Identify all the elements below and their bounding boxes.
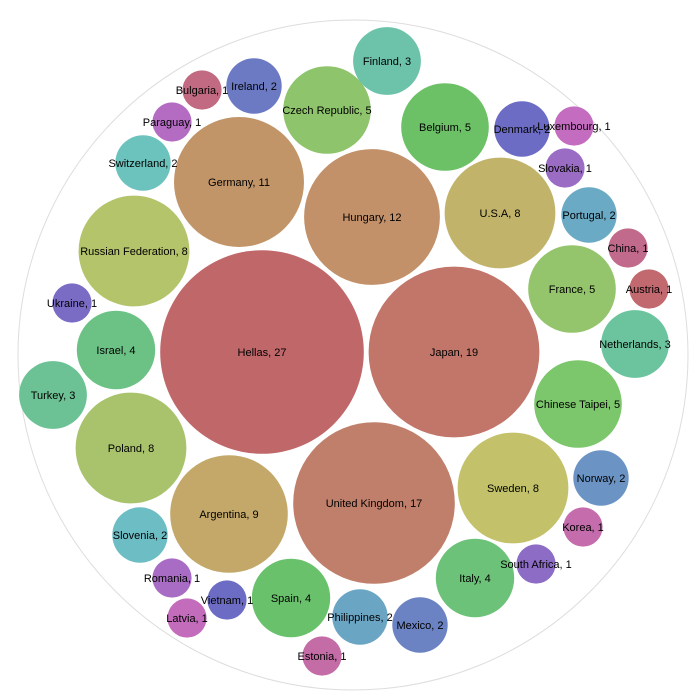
bubble-ireland[interactable] xyxy=(226,58,282,114)
bubble-label-argentina: Argentina, 9 xyxy=(199,509,258,521)
bubble-latvia[interactable] xyxy=(167,598,207,638)
bubble-label-hellas: Hellas, 27 xyxy=(238,347,287,359)
bubble-chinese-taipei[interactable] xyxy=(534,360,622,448)
bubble-paraguay[interactable] xyxy=(152,102,192,142)
bubble-label-denmark: Denmark, 2 xyxy=(494,124,551,136)
bubble-south-africa[interactable] xyxy=(516,544,556,584)
bubble-czech-republic[interactable] xyxy=(283,66,371,154)
bubble-u-s-a[interactable] xyxy=(444,157,556,269)
bubble-label-czech-republic: Czech Republic, 5 xyxy=(282,105,371,117)
bubble-label-hungary: Hungary, 12 xyxy=(342,212,401,224)
bubble-netherlands[interactable] xyxy=(601,310,669,378)
bubble-label-israel: Israel, 4 xyxy=(96,345,135,357)
bubble-slovenia[interactable] xyxy=(112,507,168,563)
bubble-slovakia[interactable] xyxy=(545,148,585,188)
bubble-label-paraguay: Paraguay, 1 xyxy=(143,117,202,129)
bubble-label-chinese-taipei: Chinese Taipei, 5 xyxy=(536,399,620,411)
bubble-label-japan: Japan, 19 xyxy=(430,347,478,359)
bubble-denmark[interactable] xyxy=(494,101,550,157)
bubble-label-ukraine: Ukraine, 1 xyxy=(47,298,97,310)
bubble-label-luxembourg: Luxembourg, 1 xyxy=(537,121,610,133)
bubble-turkey[interactable] xyxy=(19,361,87,429)
bubble-bulgaria[interactable] xyxy=(182,70,222,110)
bubbles-group: Hellas, 27 Japan, 19 United Kingdom, 17 Hun… xyxy=(19,27,672,676)
bubble-label-vietnam: Vietnam, 1 xyxy=(201,595,253,607)
bubble-finland[interactable] xyxy=(353,27,421,95)
bubble-label-sweden: Sweden, 8 xyxy=(487,483,539,495)
bubble-label-korea: Korea, 1 xyxy=(562,522,604,534)
bubble-mexico[interactable] xyxy=(392,597,448,653)
bubble-label-finland: Finland, 3 xyxy=(363,56,411,68)
bubble-estonia[interactable] xyxy=(302,636,342,676)
bubble-label-italy: Italy, 4 xyxy=(459,573,491,585)
bubble-label-poland: Poland, 8 xyxy=(108,443,154,455)
bubble-poland[interactable] xyxy=(75,392,187,504)
bubble-label-germany: Germany, 11 xyxy=(208,177,270,189)
bubble-argentina[interactable] xyxy=(170,455,288,573)
bubble-belgium[interactable] xyxy=(401,83,489,171)
bubble-label-netherlands: Netherlands, 3 xyxy=(599,339,671,351)
bubble-label-u-s-a: U.S.A, 8 xyxy=(480,208,521,220)
bubble-label-united-kingdom: United Kingdom, 17 xyxy=(326,498,423,510)
bubble-germany[interactable] xyxy=(174,117,304,247)
bubble-romania[interactable] xyxy=(152,558,192,598)
bubble-label-slovakia: Slovakia, 1 xyxy=(538,163,592,175)
bubble-label-norway: Norway, 2 xyxy=(577,473,626,485)
bubble-russian-federation[interactable] xyxy=(78,195,190,307)
bubble-label-philippines: Philippines, 2 xyxy=(327,612,392,624)
bubble-switzerland[interactable] xyxy=(115,135,171,191)
bubble-label-france: France, 5 xyxy=(549,284,595,296)
bubble-label-spain: Spain, 4 xyxy=(271,593,311,605)
bubble-label-estonia: Estonia, 1 xyxy=(298,651,347,663)
bubble-label-south-africa: South Africa, 1 xyxy=(500,559,572,571)
bubble-united-kingdom[interactable] xyxy=(293,422,455,584)
bubble-label-russian-federation: Russian Federation, 8 xyxy=(80,246,188,258)
bubble-korea[interactable] xyxy=(563,507,603,547)
bubble-label-bulgaria: Bulgaria, 1 xyxy=(176,85,229,97)
bubble-label-china: China, 1 xyxy=(608,243,649,255)
bubble-japan[interactable] xyxy=(368,266,540,438)
bubble-label-belgium: Belgium, 5 xyxy=(419,122,471,134)
bubble-spain[interactable] xyxy=(251,558,331,638)
bubble-label-mexico: Mexico, 2 xyxy=(396,620,443,632)
bubble-hellas[interactable] xyxy=(160,250,364,454)
bubble-austria[interactable] xyxy=(629,269,669,309)
bubble-italy[interactable] xyxy=(435,538,515,618)
bubble-vietnam[interactable] xyxy=(207,580,247,620)
bubble-luxembourg[interactable] xyxy=(554,106,594,146)
bubble-label-austria: Austria, 1 xyxy=(626,284,672,296)
bubble-philippines[interactable] xyxy=(332,589,388,645)
bubble-norway[interactable] xyxy=(573,450,629,506)
bubble-label-portugal: Portugal, 2 xyxy=(562,210,615,222)
outer-boundary-circle xyxy=(17,19,689,691)
bubble-label-slovenia: Slovenia, 2 xyxy=(113,530,167,542)
bubble-portugal[interactable] xyxy=(561,187,617,243)
bubble-label-switzerland: Switzerland, 2 xyxy=(108,158,177,170)
bubble-label-turkey: Turkey, 3 xyxy=(31,390,76,402)
bubble-hungary[interactable] xyxy=(304,149,440,285)
bubble-label-ireland: Ireland, 2 xyxy=(231,81,277,93)
bubble-sweden[interactable] xyxy=(457,432,569,544)
bubble-israel[interactable] xyxy=(76,310,156,390)
bubble-china[interactable] xyxy=(608,228,648,268)
bubble-label-romania: Romania, 1 xyxy=(144,573,200,585)
bubble-france[interactable] xyxy=(528,245,616,333)
bubble-ukraine[interactable] xyxy=(52,283,92,323)
bubble-label-latvia: Latvia, 1 xyxy=(166,613,208,625)
